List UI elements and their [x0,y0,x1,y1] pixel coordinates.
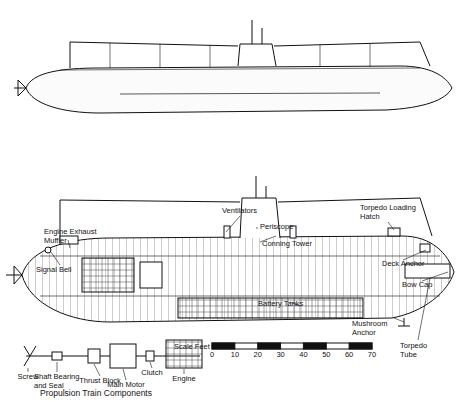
part-label: Torpedo Tube [400,342,434,359]
scale-number: 70 [368,351,376,360]
part-label: Bow Cap [402,281,432,290]
part-label: Torpedo Loading Hatch [360,204,422,221]
scale-number: 50 [322,351,330,360]
component-label: Clutch [141,369,162,378]
part-label: Ventilators [222,207,257,216]
part-label: Battery Tanks [258,300,303,309]
part-label: Conning Tower [262,240,312,249]
scale-number: 40 [299,351,307,360]
section-title: Propulsion Train Components [40,388,152,398]
scale-caption: Scale Feet [174,343,210,352]
part-label: Periscope [260,223,293,232]
part-label: Deck Anchor [382,260,425,269]
component-label: Engine [172,375,195,384]
part-label: Mushroom Anchor [352,320,398,337]
scale-number: 30 [276,351,284,360]
scale-number: 0 [210,351,214,360]
scale-number: 20 [254,351,262,360]
part-label: Engine Exhaust Muffler [44,228,104,245]
scale-number: 10 [231,351,239,360]
scale-number: 60 [345,351,353,360]
part-label: Signal Bell [36,266,71,275]
component-label: Shaft Bearing and Seal [34,373,80,390]
